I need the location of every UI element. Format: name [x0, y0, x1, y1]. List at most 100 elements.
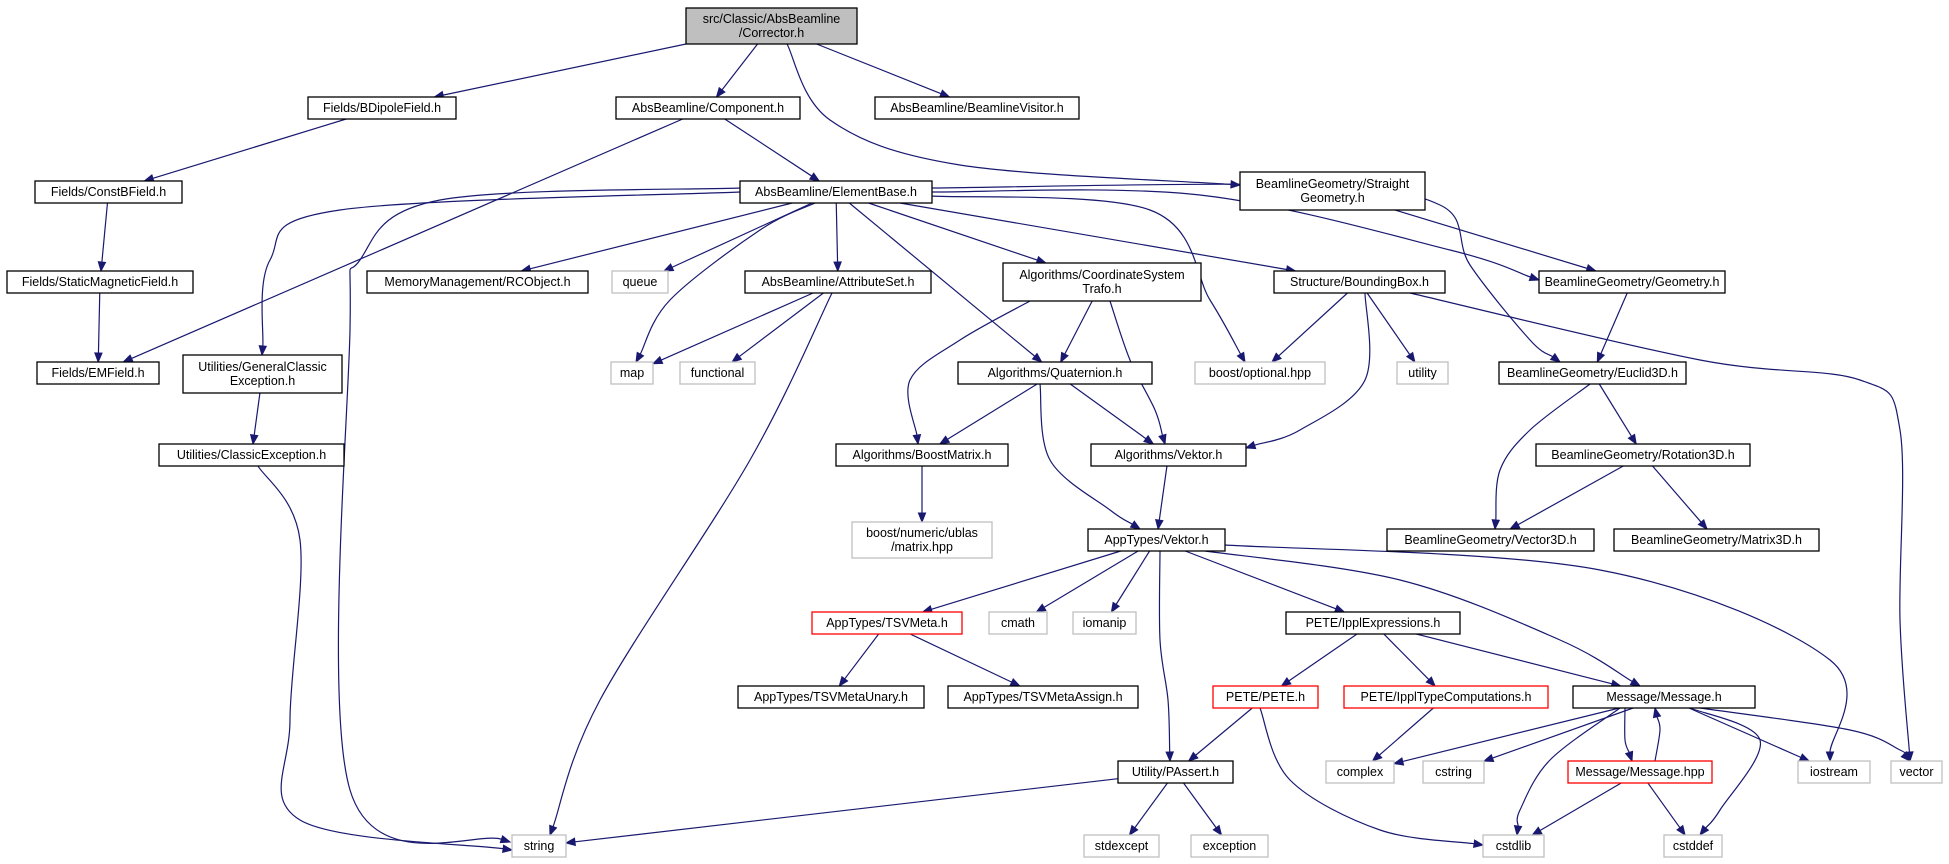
edge-line	[931, 550, 1121, 610]
node-vector3d[interactable]: BeamlineGeometry/Vector3D.h	[1386, 528, 1595, 552]
edge-bdipole-to-constb	[143, 118, 347, 183]
node-optional[interactable]: boost/optional.hpp	[1194, 361, 1326, 385]
node-visitor[interactable]: AbsBeamline/BeamlineVisitor.h	[874, 96, 1080, 120]
node-label-line: exception	[1203, 839, 1257, 853]
node-label-line: BeamlineGeometry/Geometry.h	[1545, 275, 1720, 289]
node-ipplexpr[interactable]: PETE/IpplExpressions.h	[1285, 611, 1461, 635]
node-label-line: Algorithms/Quaternion.h	[988, 366, 1123, 380]
node-label-line: PETE/PETE.h	[1226, 690, 1305, 704]
node-label-line: Utility/PAssert.h	[1132, 765, 1219, 779]
edge-arrowhead	[917, 512, 927, 524]
node-stdexcept[interactable]: stdexcept	[1083, 834, 1160, 858]
edge-line	[1654, 716, 1661, 762]
node-box	[511, 834, 567, 858]
node-ublas[interactable]: boost/numeric/ublas/matrix.hpp	[851, 521, 993, 559]
edge-rotation-to-matrix3d	[1652, 465, 1708, 531]
edge-bbox-to-optional	[1271, 292, 1348, 363]
node-emfield[interactable]: Fields/EMField.h	[36, 361, 160, 385]
edge-line	[786, 43, 1232, 185]
edge-arrowhead	[938, 89, 951, 98]
node-box	[685, 7, 858, 45]
edge-elementbase-to-string	[337, 187, 741, 844]
node-vector[interactable]: vector	[1890, 760, 1943, 784]
edge-arrowhead	[1652, 706, 1662, 719]
node-classicexc[interactable]: Utilities/ClassicException.h	[158, 443, 345, 467]
node-box	[1396, 361, 1449, 385]
node-label-line: Geometry.h	[1300, 191, 1364, 205]
node-queue[interactable]: queue	[611, 270, 669, 294]
node-algvektor[interactable]: Algorithms/Vektor.h	[1090, 443, 1247, 467]
edge-line	[1689, 707, 1761, 829]
node-cstdlib[interactable]: cstdlib	[1482, 834, 1545, 858]
node-cstring[interactable]: cstring	[1422, 760, 1485, 784]
edge-line	[1394, 209, 1588, 269]
node-cstddef[interactable]: cstddef	[1663, 834, 1723, 858]
node-label-line: Utilities/GeneralClassic	[198, 360, 327, 374]
edge-geometry-to-euclid	[1596, 292, 1628, 364]
node-cmath[interactable]: cmath	[988, 611, 1048, 635]
node-quaternion[interactable]: Algorithms/Quaternion.h	[957, 361, 1153, 385]
node-rcobject[interactable]: MemoryManagement/RCObject.h	[366, 270, 589, 294]
edge-arrowhead	[94, 352, 103, 364]
node-component[interactable]: AbsBeamline/Component.h	[615, 96, 801, 120]
node-geometry[interactable]: BeamlineGeometry/Geometry.h	[1538, 270, 1726, 294]
node-bdipole[interactable]: Fields/BDipoleField.h	[307, 96, 457, 120]
edge-line	[907, 300, 1031, 436]
node-box	[1194, 361, 1326, 385]
edge-line	[1492, 707, 1634, 759]
edge-arrowhead	[808, 172, 821, 182]
node-appvektor[interactable]: AppTypes/Vektor.h	[1087, 528, 1226, 552]
node-rotation[interactable]: BeamlineGeometry/Rotation3D.h	[1535, 443, 1751, 467]
node-tsvunary[interactable]: AppTypes/TSVMetaUnary.h	[737, 685, 925, 709]
edge-elementbase-to-euclid	[931, 183, 1562, 363]
edge-line	[101, 202, 109, 263]
node-tsvassign[interactable]: AppTypes/TSVMetaAssign.h	[947, 685, 1139, 709]
node-ippltype[interactable]: PETE/IpplTypeComputations.h	[1343, 685, 1549, 709]
node-string[interactable]: string	[511, 834, 567, 858]
node-label-line: iostream	[1810, 765, 1858, 779]
node-iomanip[interactable]: iomanip	[1072, 611, 1137, 635]
node-passert[interactable]: Utility/PAssert.h	[1117, 760, 1234, 784]
node-box	[947, 685, 1139, 709]
edge-arrowhead	[651, 355, 664, 365]
edge-arrowhead	[1629, 677, 1642, 687]
edge-line	[1064, 300, 1093, 355]
node-matrix3d[interactable]: BeamlineGeometry/Matrix3D.h	[1613, 528, 1820, 552]
node-euclid[interactable]: BeamlineGeometry/Euclid3D.h	[1498, 361, 1687, 385]
node-box	[1422, 760, 1485, 784]
edge-line	[1158, 465, 1168, 521]
node-bbox[interactable]: Structure/BoundingBox.h	[1273, 270, 1446, 294]
node-root[interactable]: src/Classic/AbsBeamline/Corrector.h	[685, 7, 858, 45]
node-messagehpp[interactable]: Message/Message.hpp	[1567, 760, 1713, 784]
node-exception[interactable]: exception	[1190, 834, 1269, 858]
edge-line	[1539, 782, 1622, 831]
edge-line	[1183, 782, 1217, 829]
node-box	[1572, 685, 1756, 709]
node-box	[744, 270, 932, 294]
node-message[interactable]: Message/Message.h	[1572, 685, 1756, 709]
node-map[interactable]: map	[610, 361, 654, 385]
node-utility[interactable]: utility	[1396, 361, 1449, 385]
node-label-line: cstring	[1435, 765, 1472, 779]
node-constb[interactable]: Fields/ConstBField.h	[34, 180, 183, 204]
node-boostmatrix[interactable]: Algorithms/BoostMatrix.h	[835, 443, 1009, 467]
node-tsvmeta[interactable]: AppTypes/TSVMeta.h	[811, 611, 963, 635]
edge-arrowhead	[1371, 751, 1383, 762]
node-elementbase[interactable]: AbsBeamline/ElementBase.h	[739, 180, 933, 204]
node-label-line: cstddef	[1673, 839, 1714, 853]
edge-ipplexpr-to-message	[1416, 633, 1622, 688]
node-label-line: src/Classic/AbsBeamline	[703, 12, 841, 26]
node-iostream[interactable]: iostream	[1797, 760, 1871, 784]
node-functional[interactable]: functional	[679, 361, 756, 385]
edge-appvektor-to-tsvmeta	[921, 550, 1121, 614]
edge-passert-to-string	[564, 778, 1119, 847]
edge-arrowhead	[1473, 839, 1485, 848]
node-complex[interactable]: complex	[1325, 760, 1395, 784]
edge-line	[574, 778, 1119, 843]
node-staticmag[interactable]: Fields/StaticMagneticField.h	[6, 270, 194, 294]
node-pete[interactable]: PETE/PETE.h	[1212, 685, 1319, 709]
node-attrset[interactable]: AbsBeamline/AttributeSet.h	[744, 270, 932, 294]
